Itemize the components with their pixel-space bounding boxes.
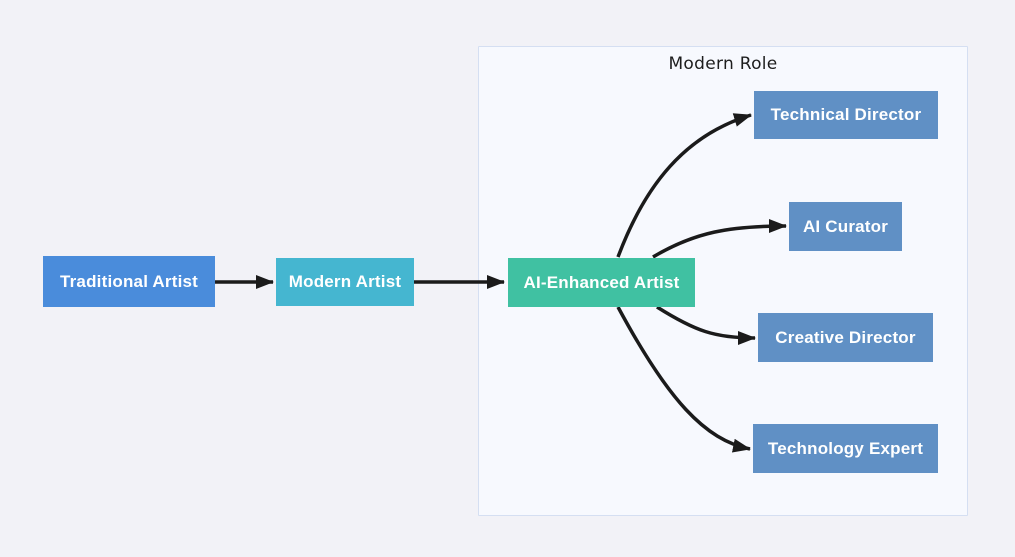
edge-ai-enhanced-to-technical-director [616,113,752,258]
node-technical-director-label: Technical Director [770,105,922,124]
node-technology-expert-label: Technology Expert [767,438,924,458]
node-creative-director: Creative Director [758,313,933,362]
node-traditional-artist: Traditional Artist [43,256,215,307]
edge-ai-enhanced-to-creative-director [656,305,756,345]
node-modern-artist: Modern Artist [276,258,414,306]
edge-ai-enhanced-to-ai-curator [652,219,787,259]
edge-ai-enhanced-to-technology-expert [616,306,751,453]
node-ai-enhanced-artist-label: AI-Enhanced Artist [523,272,680,292]
node-technical-director: Technical Director [754,91,938,139]
node-ai-curator-label: AI Curator [802,216,889,236]
node-ai-enhanced-artist: AI-Enhanced Artist [508,258,695,307]
node-ai-curator: AI Curator [789,202,902,251]
node-modern-artist-label: Modern Artist [288,272,402,291]
node-technology-expert: Technology Expert [753,424,938,473]
modern-role-container-title: Modern Role [668,54,778,74]
node-traditional-artist-label: Traditional Artist [59,271,199,291]
node-creative-director-label: Creative Director [775,327,916,347]
